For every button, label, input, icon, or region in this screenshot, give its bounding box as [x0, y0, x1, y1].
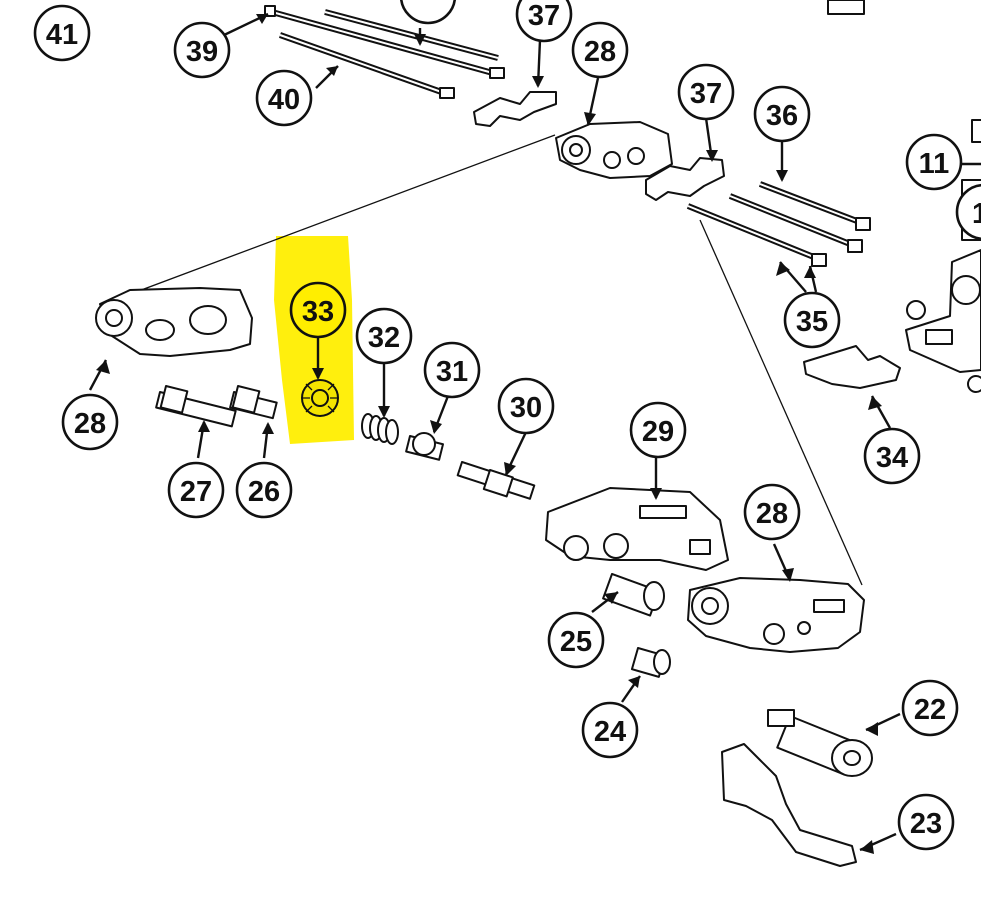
callout-label: 31	[436, 356, 468, 388]
callout-22: 22	[901, 679, 959, 737]
callout-37-top: 37	[515, 0, 573, 43]
shaft-27	[155, 385, 237, 428]
callout-41: 41	[33, 4, 91, 62]
callout-37-right: 37	[677, 63, 735, 121]
body-28-lower	[687, 577, 865, 653]
callout-35: 35	[783, 291, 841, 349]
callout-34: 34	[863, 427, 921, 485]
spring-32	[361, 413, 399, 445]
callout-label: 22	[914, 694, 946, 726]
callout-cropped	[399, 0, 457, 25]
callout-39: 39	[173, 21, 231, 79]
arrowheads	[96, 14, 882, 854]
alignment-lines	[119, 134, 863, 586]
callout-label: 34	[876, 442, 908, 474]
rods-35-36	[686, 181, 872, 267]
callout-28-lower: 28	[743, 483, 801, 541]
callout-label: 40	[268, 84, 300, 116]
callout-1-cropped: 1	[955, 183, 981, 241]
assembly-right-edge	[827, 0, 981, 393]
callout-label: 23	[910, 808, 942, 840]
callout-24: 24	[581, 701, 639, 759]
callout-label: 25	[560, 626, 592, 658]
callout-label: 24	[594, 716, 626, 748]
rods-39-40	[264, 5, 505, 99]
callout-31: 31	[423, 341, 481, 399]
callout-28-left: 28	[61, 393, 119, 451]
pin-31	[405, 432, 444, 461]
body-28-left	[95, 287, 253, 357]
callout-label: 33	[302, 296, 334, 328]
callout-label: 30	[510, 392, 542, 424]
callout-label: 28	[584, 36, 616, 68]
callout-27: 27	[167, 461, 225, 519]
callout-label: 27	[180, 476, 212, 508]
callout-26: 26	[235, 461, 293, 519]
frame-29	[545, 487, 729, 571]
callout-33: 33	[289, 281, 347, 339]
gear-33	[301, 379, 339, 417]
callout-23: 23	[897, 793, 955, 851]
callout-30: 30	[497, 377, 555, 435]
callout-label: 28	[756, 498, 788, 530]
callout-label: 11	[919, 148, 950, 180]
callout-28-top: 28	[571, 21, 629, 79]
actuator-22	[767, 709, 873, 777]
bushing-24	[630, 647, 671, 678]
body-28-top	[555, 121, 673, 179]
callout-label: 29	[642, 416, 674, 448]
callout-label: 1	[972, 198, 981, 230]
callout-25: 25	[547, 611, 605, 669]
callout-11: 11	[905, 133, 963, 191]
callout-label: 36	[766, 100, 798, 132]
bracket-37-right	[645, 157, 725, 201]
callout-40: 40	[255, 69, 313, 127]
callout-label: 39	[186, 36, 218, 68]
callout-29: 29	[629, 401, 687, 459]
callout-label: 37	[528, 0, 560, 32]
callout-32: 32	[355, 307, 413, 365]
callout-label: 28	[74, 408, 106, 440]
callout-36: 36	[753, 85, 811, 143]
shaft-26	[229, 385, 278, 420]
callout-label: 26	[248, 476, 280, 508]
bushing-25	[602, 573, 665, 617]
callout-label: 32	[368, 322, 400, 354]
bracket-37-top	[473, 91, 557, 127]
callout-label: 35	[796, 306, 828, 338]
plate-34	[803, 345, 901, 389]
shaft-30	[456, 461, 536, 500]
callout-label: 37	[690, 78, 722, 110]
bracket-23	[721, 743, 857, 867]
callout-label: 41	[46, 19, 78, 51]
